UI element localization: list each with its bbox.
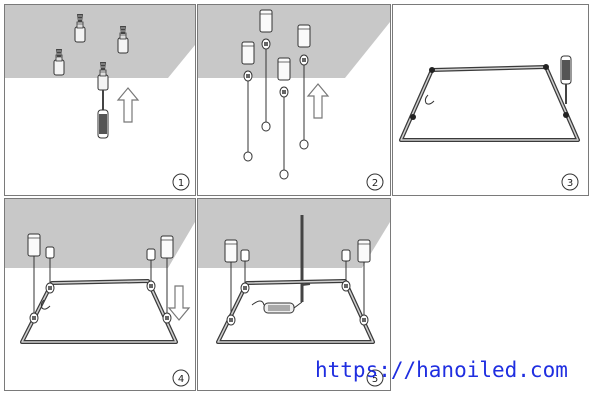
step-3-number-badge [561,173,579,191]
watermark-text: https://hanoiled.com [315,358,568,382]
step-4-number: 4 [178,374,184,385]
step-1-number: 1 [178,178,184,189]
step-1-number-badge [172,173,190,191]
step-2-number-badge [366,173,384,191]
step-4-number-badge [172,369,190,387]
step-5-panel: 5 [197,198,391,391]
step-3-number: 3 [567,178,573,189]
step-2-number: 2 [372,178,378,189]
step-2-panel: 2 [197,4,391,196]
step-5-number: 5 [372,374,378,385]
step-5-number-badge [366,369,384,387]
step-1-panel: 1 [4,4,196,196]
step-4-panel: 4 [4,198,196,391]
step-3-panel: 3 [392,4,589,196]
